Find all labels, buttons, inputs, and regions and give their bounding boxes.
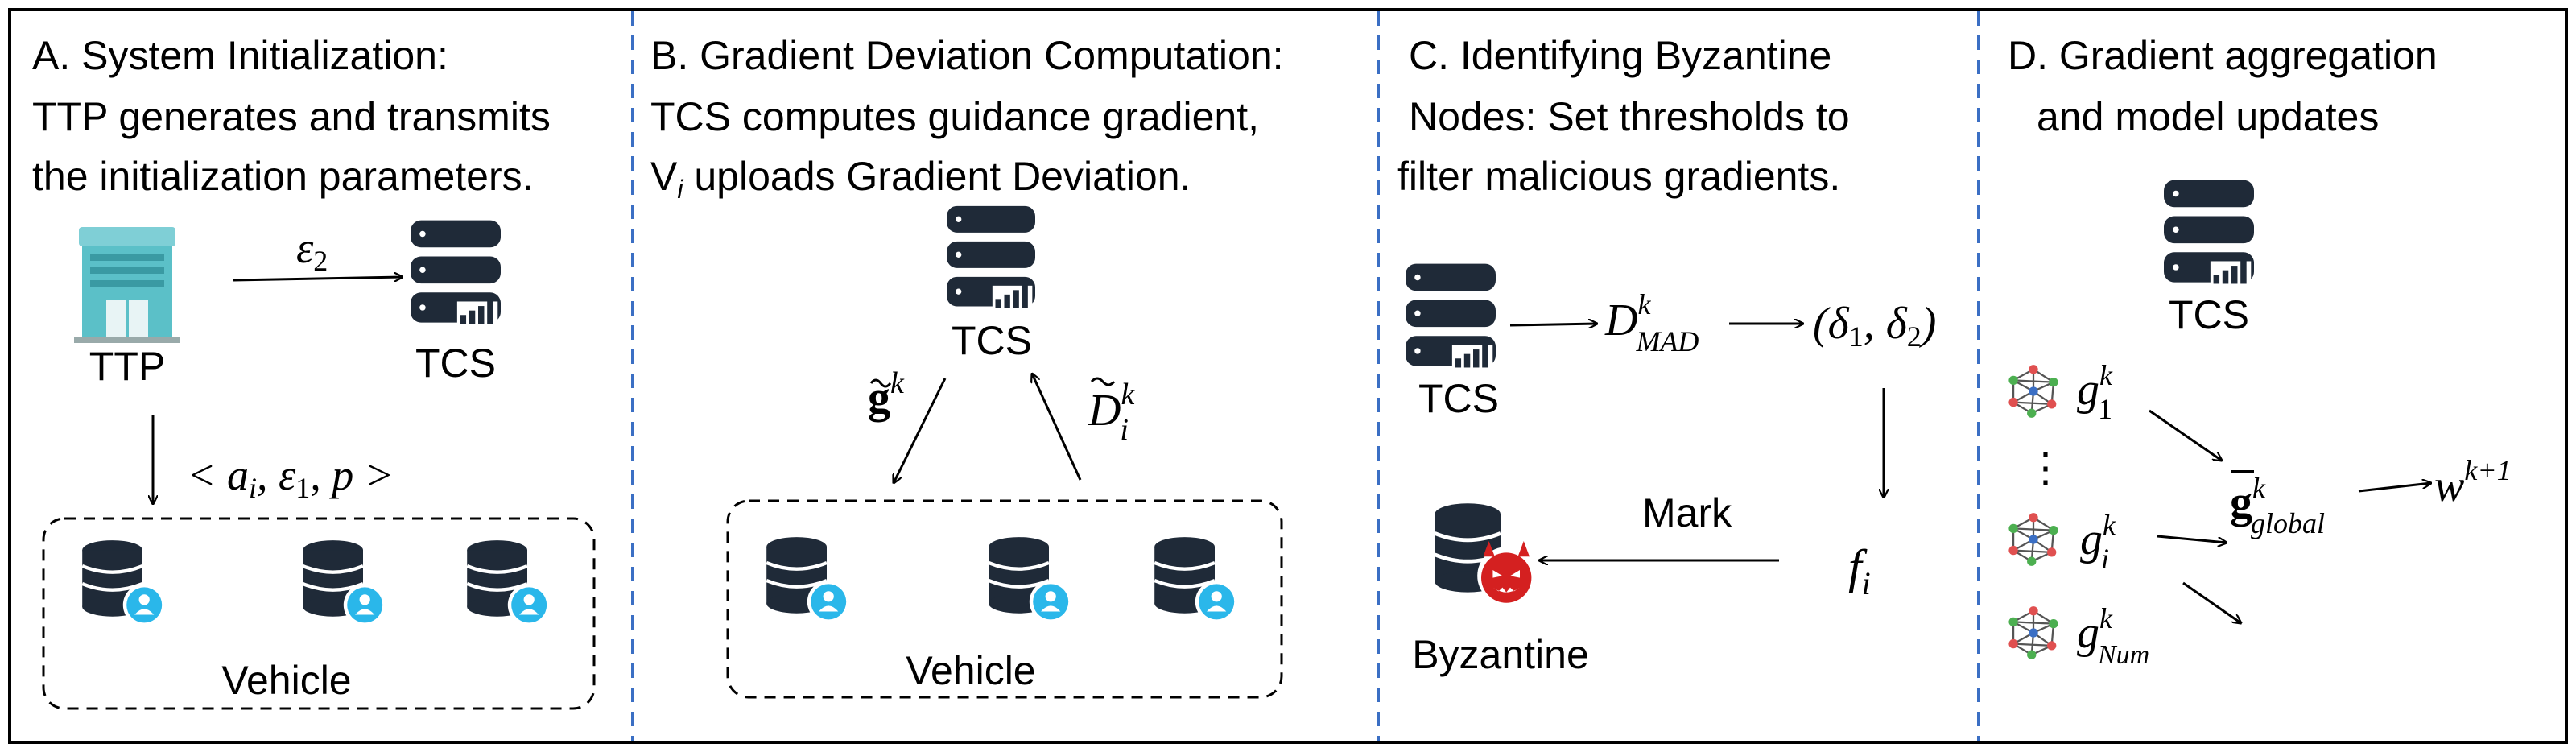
panel-b: B. Gradient Deviation Computation: TCS c… (650, 33, 1284, 699)
panel-c-title-line2: Nodes: Set thresholds to (1409, 94, 1850, 139)
tcs-label-d: TCS (2169, 292, 2249, 337)
tcs-label-a: TCS (415, 341, 496, 386)
arrow-gi-to-global (2157, 535, 2227, 543)
mark-label: Mark (1642, 490, 1732, 535)
vehicle-label-b: Vehicle (906, 648, 1035, 693)
panel-a: A. System Initialization: TTP generates … (32, 33, 596, 710)
arrow-ttp-to-tcs (233, 277, 402, 280)
f-label: fi (1848, 540, 1871, 601)
server-database-icon (411, 220, 501, 326)
byzantine-label: Byzantine (1412, 632, 1589, 677)
vertical-ellipsis: ⋮ (2025, 445, 2066, 490)
panel-b-title-line3: Vi uploads Gradient Deviation. (650, 154, 1191, 204)
tcs-label-b: TCS (952, 318, 1032, 363)
diagram-border (8, 8, 2568, 744)
network-node-icon (2008, 364, 2059, 419)
w-update-label: wk+1 (2434, 454, 2512, 511)
g-tilde-mark (869, 378, 892, 388)
network-node-icon (2008, 605, 2059, 660)
vehicle-database-user-icon (82, 540, 165, 626)
panel-c-title-line3: filter malicious gradients. (1397, 154, 1840, 199)
panel-b-title-line1: B. Gradient Deviation Computation: (650, 33, 1284, 78)
panel-c: C. Identifying Byzantine Nodes: Set thre… (1397, 33, 1936, 677)
tcs-label-c: TCS (1418, 376, 1499, 421)
vehicle-database-user-icon (1154, 537, 1237, 623)
vehicle-group-box-a (42, 517, 596, 710)
vehicle-database-user-icon (766, 537, 849, 623)
panel-b-title-line2: TCS computes guidance gradient, (650, 94, 1259, 139)
network-node-icon (2008, 512, 2059, 567)
panel-a-title-line2: TTP generates and transmits (32, 94, 551, 139)
ttp-label: TTP (89, 344, 165, 389)
params-tuple-label: < ai, ε1, p > (187, 451, 394, 504)
arrow-tcs-to-vehicles (894, 378, 947, 483)
arrow-tcs-to-dmad (1509, 324, 1597, 325)
vehicle-label-a: Vehicle (221, 658, 351, 703)
ttp-building-icon (74, 227, 180, 343)
arrow-gnum-to-global (2182, 581, 2241, 623)
arrow-vehicles-to-tcs (1032, 374, 1082, 481)
server-database-icon (2164, 180, 2254, 286)
thresholds-label: (δ1, δ2) (1813, 299, 1936, 353)
d-tilde-mark (1090, 377, 1116, 386)
vehicle-database-user-icon (989, 537, 1071, 623)
arrow-g1-to-global (2149, 409, 2222, 461)
byzantine-devil-database-icon (1435, 503, 1535, 605)
panel-a-title-line1: A. System Initialization: (32, 33, 448, 78)
panel-d: D. Gradient aggregation and model update… (2008, 33, 2512, 670)
server-database-icon (1406, 263, 1496, 370)
guidance-gradient-label: gk (868, 366, 905, 423)
server-database-icon (947, 205, 1035, 310)
arrow-global-to-w (2358, 483, 2431, 493)
panel-d-title-line1: D. Gradient aggregation (2008, 33, 2438, 78)
vehicle-database-user-icon (467, 540, 550, 626)
panel-c-title-line1: C. Identifying Byzantine (1409, 33, 1831, 78)
vehicle-database-user-icon (303, 540, 386, 626)
panel-a-title-line3: the initialization parameters. (32, 154, 534, 199)
vehicle-group-box-b (726, 499, 1283, 699)
eps2-label: ε2 (296, 224, 328, 277)
panel-d-title-line2: and model updates (2037, 94, 2379, 139)
